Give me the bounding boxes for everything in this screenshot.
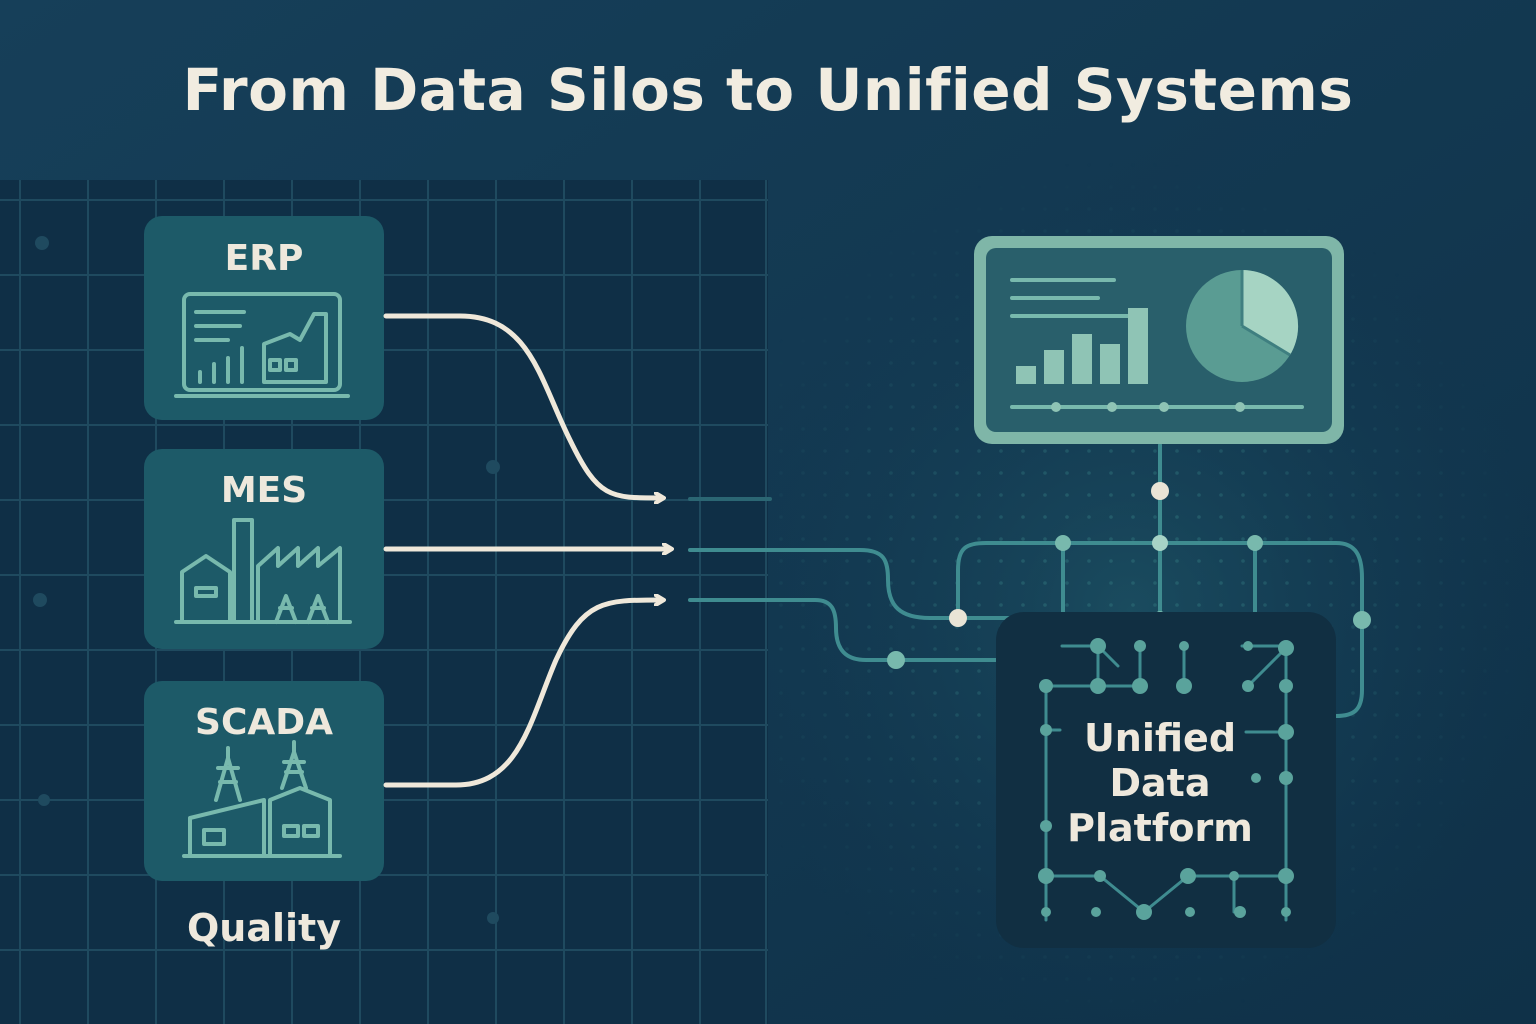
connector-nodes <box>887 482 1371 669</box>
silo-arrows <box>383 313 668 788</box>
silo-label-mes: MES <box>220 470 308 511</box>
dashboard-factory-icon <box>174 292 350 398</box>
silo-erp-box <box>144 216 384 420</box>
connectors <box>688 443 1364 718</box>
silo-mes-box <box>144 449 384 649</box>
arrow-scada <box>383 600 660 788</box>
page-title: From Data Silos to Unified Systems <box>182 56 1354 124</box>
silo-scada-box <box>144 681 384 881</box>
platform-label-line-1: Unified <box>1083 716 1237 760</box>
silo-label-erp: ERP <box>224 238 304 279</box>
arrow-erp <box>383 313 660 498</box>
platform-label-line-2: Data <box>1109 761 1211 805</box>
platform-label-line-3: Platform <box>1067 806 1253 850</box>
silo-label-scada: SCADA <box>195 702 333 743</box>
silo-label-quality: Quality <box>187 906 341 950</box>
circuit-board-icon <box>996 612 1336 948</box>
platform-label: Unified Data Platform <box>1040 716 1280 851</box>
industrial-plant-icon <box>182 740 342 858</box>
factory-icon <box>174 518 352 624</box>
analytics-dashboard-icon <box>974 236 1344 444</box>
